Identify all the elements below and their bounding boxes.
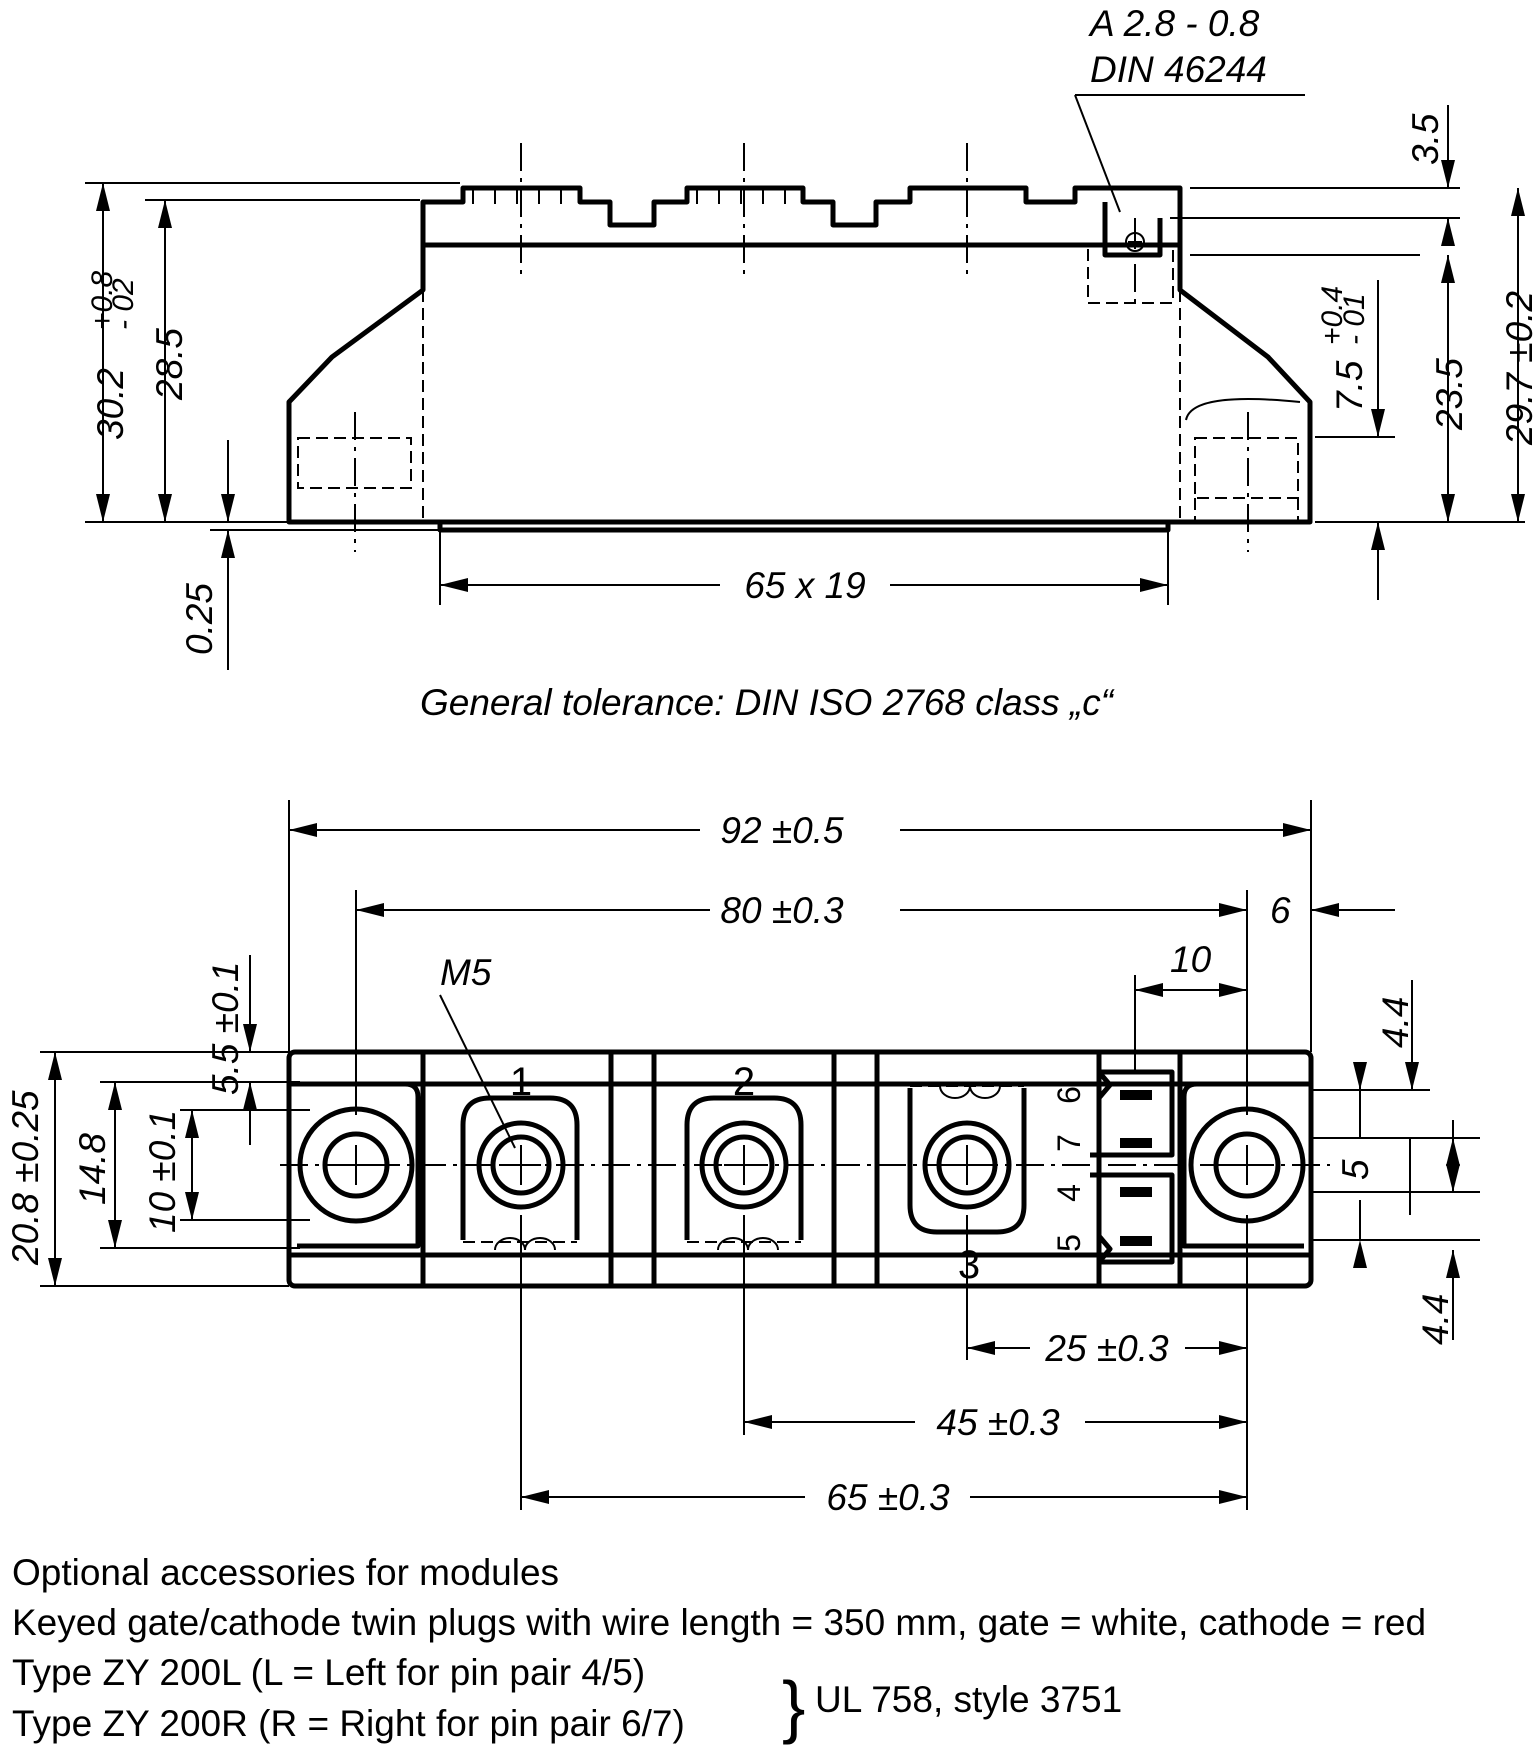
dim-23-5: 23.5: [1429, 255, 1470, 522]
side-view-baseplate: [437, 522, 1171, 533]
dim-45-value: 45 ±0.3: [936, 1402, 1060, 1443]
dim-80-value: 80 ±0.3: [720, 890, 844, 931]
dim-20-8-value: 20.8 ±0.25: [5, 1090, 46, 1266]
auxiliary-pins: [1090, 1069, 1175, 1265]
pin-6-label: 6: [1051, 1086, 1087, 1104]
notes-brace: }: [782, 1667, 805, 1745]
dim-65: 65 ±0.3: [521, 1477, 1247, 1518]
dim-65x19-value: 65 x 19: [744, 565, 865, 606]
notes-line-1: Optional accessories for modules: [12, 1552, 559, 1593]
dim-10-0-1: 10 ±0.1: [142, 1110, 199, 1233]
pin-5-label: 5: [1051, 1234, 1087, 1252]
dim-5: 5: [1335, 1120, 1460, 1215]
top-view-extension-lines: [40, 800, 1480, 1510]
dim-65-value: 65 ±0.3: [826, 1477, 950, 1518]
dim-0-25-value: 0.25: [179, 583, 220, 655]
terminal-2-label: 2: [733, 1060, 755, 1104]
dim-30-2-tol-upper: +0.8: [86, 270, 119, 330]
dim-30-2: 30.2 +0.8 - 02: [86, 183, 140, 522]
dim-25-value: 25 ±0.3: [1044, 1328, 1169, 1369]
dim-4-4-bottom-value: 4.4: [1415, 1294, 1456, 1345]
side-view-centre-lines: [354, 143, 1249, 552]
dim-4-4-top: 4.4: [1353, 980, 1419, 1138]
side-view-hidden-lines: [297, 244, 1299, 522]
dim-23-5-value: 23.5: [1429, 358, 1470, 431]
tab-label: A 2.8 - 0.8: [1088, 3, 1260, 44]
dim-65x19: 65 x 19: [440, 565, 1168, 606]
dim-20-8: 20.8 ±0.25: [5, 1052, 62, 1286]
notes-line-5: UL 758, style 3751: [815, 1679, 1122, 1720]
dim-0-25: 0.25: [179, 440, 235, 670]
dim-5-5: 5.5 ±0.1: [205, 955, 257, 1145]
dim-10-0-1-value: 10 ±0.1: [142, 1110, 183, 1233]
dim-6-value: 6: [1270, 890, 1291, 931]
tab-standard: DIN 46244: [1090, 49, 1267, 90]
dim-10-value: 10: [1170, 939, 1212, 980]
dim-92: 92 ±0.5: [289, 810, 1311, 851]
dim-28-5: 28.5: [149, 200, 190, 522]
dim-5-value: 5: [1335, 1159, 1376, 1180]
dim-10: 10: [1135, 939, 1247, 997]
dim-7-5-value: 7.5: [1329, 360, 1370, 412]
notes-line-4: Type ZY 200R (R = Right for pin pair 6/7…: [12, 1703, 685, 1744]
dim-3-5-value: 3.5: [1405, 113, 1446, 165]
side-view-terminal-screws: [472, 188, 786, 204]
dim-3-5: 3.5: [1405, 105, 1455, 246]
accessory-notes: Optional accessories for modules Keyed g…: [12, 1552, 1426, 1745]
notes-line-2: Keyed gate/cathode twin plugs with wire …: [12, 1602, 1426, 1643]
dim-29-7-value: 29.7 ±0.2: [1499, 291, 1538, 446]
dim-4-4-bottom: 4.4: [1353, 1200, 1460, 1345]
top-view-outline: [286, 1049, 1314, 1289]
top-view: 1 2 3 6 7 4 5 M5: [5, 800, 1480, 1518]
side-view-outline: [286, 185, 1313, 525]
dim-30-2-tol-lower: - 02: [107, 278, 140, 330]
dim-29-7: 29.7 ±0.2: [1499, 188, 1538, 522]
notes-line-3: Type ZY 200L (L = Left for pin pair 4/5): [12, 1652, 645, 1693]
dim-7-5-tol-upper: +0.4: [1316, 286, 1349, 345]
dim-80: 80 ±0.3: [356, 890, 1247, 931]
side-view: 30.2 +0.8 - 02 28.5 0.25 65 x 19: [85, 3, 1538, 670]
terminal-3-label: 3: [958, 1243, 980, 1287]
dim-45: 45 ±0.3: [744, 1402, 1247, 1443]
dim-7-5-tol-lower: - 01: [1338, 293, 1371, 345]
pin-7-label: 7: [1051, 1134, 1087, 1152]
m5-callout: M5: [439, 952, 516, 1149]
dim-28-5-value: 28.5: [149, 328, 190, 401]
m5-label: M5: [440, 952, 492, 993]
dim-14-8-value: 14.8: [72, 1133, 113, 1205]
side-view-extension-lines: [85, 182, 1525, 605]
dim-6: 6: [1270, 890, 1395, 931]
dim-5-5-value: 5.5 ±0.1: [205, 962, 246, 1095]
dim-30-2-value: 30.2: [90, 368, 131, 440]
general-tolerance: General tolerance: DIN ISO 2768 class „c…: [420, 682, 1115, 723]
dim-14-8: 14.8: [72, 1082, 122, 1248]
top-view-partitions: [420, 1052, 1183, 1286]
terminal-1-label: 1: [510, 1060, 532, 1104]
tab-callout: A 2.8 - 0.8 DIN 46244: [1074, 3, 1305, 213]
dim-25: 25 ±0.3: [967, 1328, 1247, 1369]
pin-4-label: 4: [1051, 1184, 1087, 1202]
terminal-3: [907, 1085, 1027, 1235]
dim-4-4-top-value: 4.4: [1375, 997, 1416, 1048]
dim-7-5: 7.5 +0.4 - 01: [1316, 280, 1385, 600]
dim-92-value: 92 ±0.5: [720, 810, 844, 851]
